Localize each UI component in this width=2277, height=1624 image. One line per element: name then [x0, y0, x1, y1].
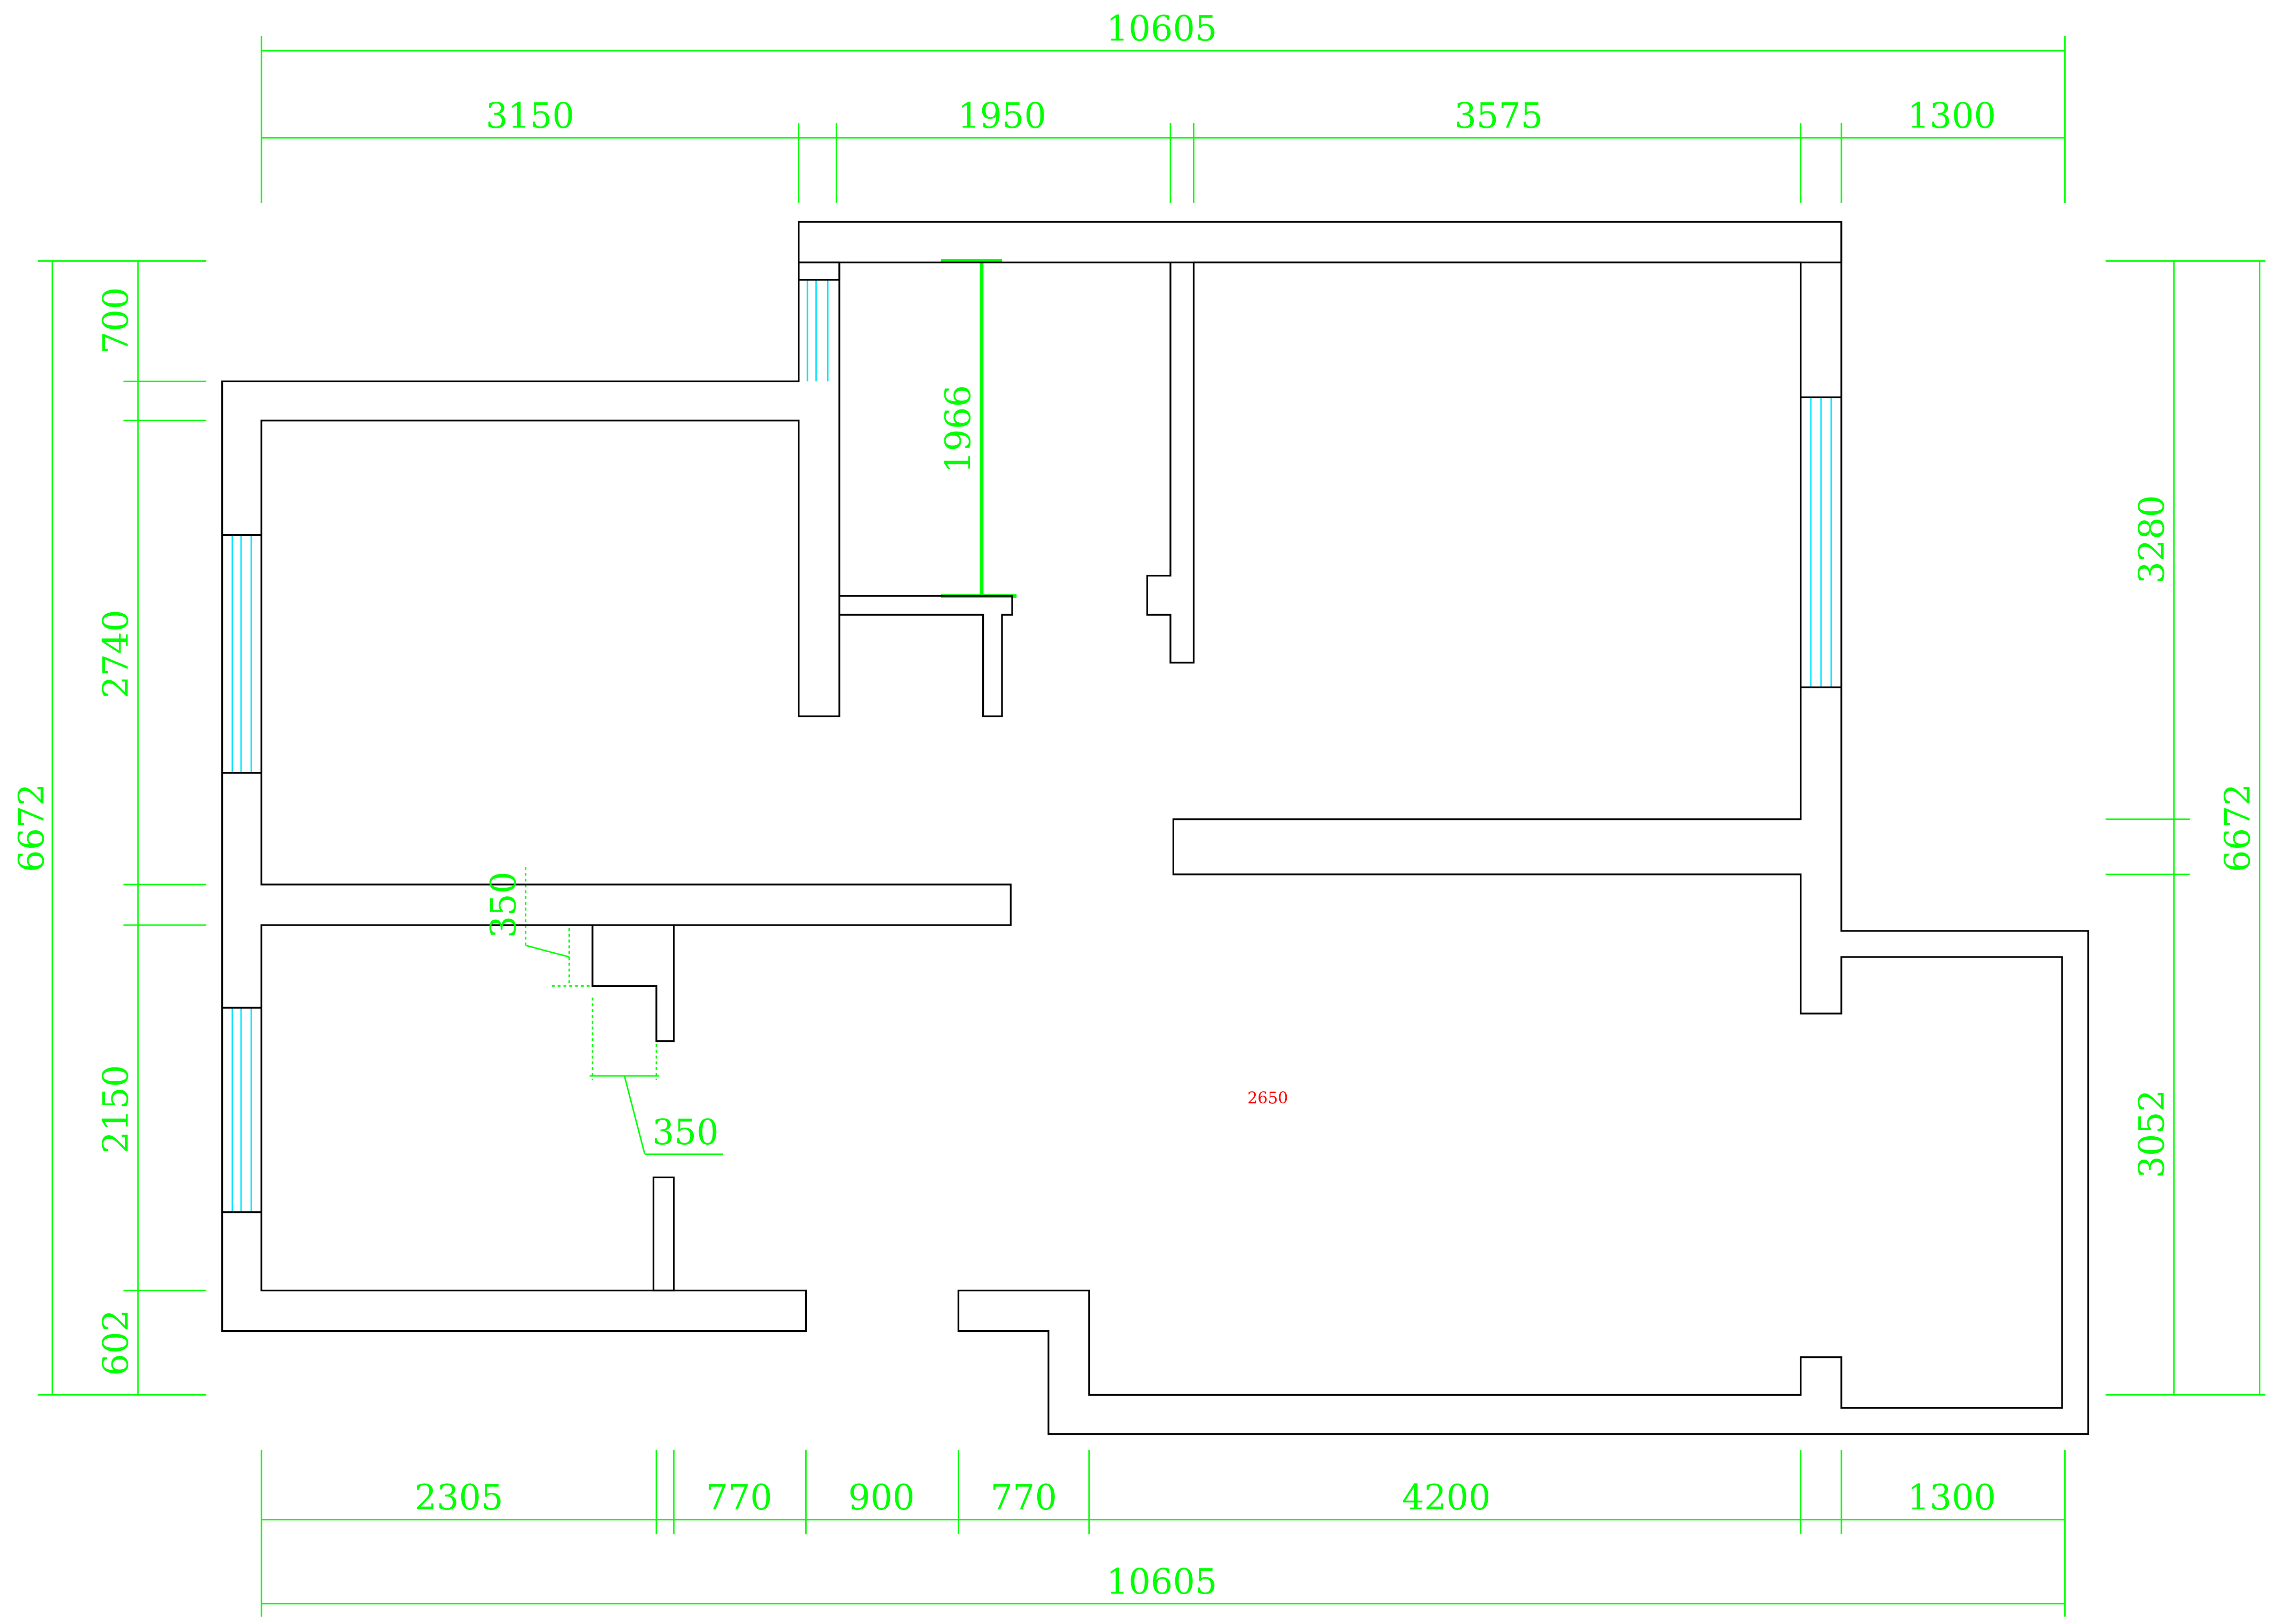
small-offset-a-label: 350 [484, 872, 524, 938]
right-total-label: 6672 [2217, 784, 2258, 872]
right-segment-2-label: 3052 [2132, 1090, 2172, 1178]
dimension-lines [37, 36, 2266, 1617]
top-segment-4-label: 1300 [1907, 95, 1996, 136]
bottom-segment-6-label: 1300 [1907, 1477, 1996, 1518]
small-offset-b-label: 350 [652, 1112, 719, 1153]
left-segment-1-label: 700 [96, 287, 137, 354]
center-note-label: 2650 [1247, 1089, 1288, 1108]
left-total-label: 6672 [12, 784, 52, 872]
top-segment-1-label: 3150 [486, 95, 574, 136]
right-segment-1-label: 3280 [2132, 495, 2172, 584]
bottom-segment-4-label: 770 [991, 1477, 1057, 1518]
left-segment-2-label: 2740 [96, 610, 137, 698]
top-total-label: 10605 [1107, 9, 1217, 49]
top-segment-2-label: 1950 [958, 95, 1046, 136]
window-frames [222, 279, 1842, 1213]
bottom-segment-3-label: 900 [848, 1477, 915, 1518]
bottom-total-label: 10605 [1107, 1562, 1217, 1602]
top-segment-3-label: 3575 [1454, 95, 1543, 136]
bottom-segment-5-label: 4200 [1402, 1477, 1490, 1518]
left-segment-4-label: 602 [96, 1309, 137, 1376]
bottom-segment-1-label: 2305 [414, 1477, 503, 1518]
interior-1966-label: 1966 [938, 385, 979, 473]
dimension-labels: 10605 3150 1950 3575 1300 2305 770 900 7… [12, 9, 2258, 1602]
walls [221, 221, 2089, 1435]
bottom-segment-2-label: 770 [706, 1477, 773, 1518]
windows [231, 279, 1832, 1212]
left-segment-3-label: 2150 [96, 1065, 137, 1153]
